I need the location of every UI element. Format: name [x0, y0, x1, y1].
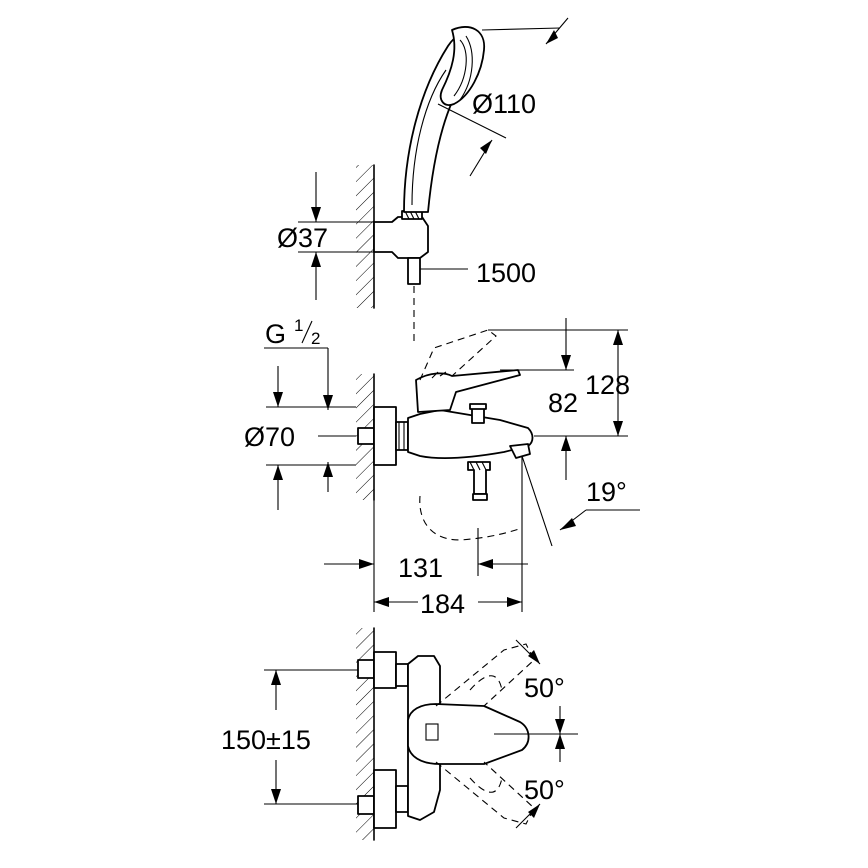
lever-height-label: 82	[548, 388, 578, 418]
hose-length-label: 1500	[476, 258, 536, 288]
shower-head-face	[439, 26, 485, 106]
hand-shower-view: Ø110 Ø37 1500	[277, 17, 569, 345]
lever-alt-position	[419, 329, 497, 381]
hose-stub	[407, 257, 421, 285]
connector-top	[357, 659, 375, 679]
rosette-diameter-label: Ø70	[244, 422, 295, 452]
diverter-swing	[419, 495, 523, 541]
shower-holder	[373, 216, 429, 259]
lever-side	[415, 369, 521, 413]
lever-angle-bottom-label: 50°	[524, 775, 565, 805]
eccentric-connector	[357, 427, 375, 445]
mixer-side-view: G 1 2 Ø70 82 128 19°	[244, 316, 640, 619]
union-nut	[395, 421, 409, 451]
lever-swing-up	[435, 643, 535, 707]
spout-angle-label: 19°	[586, 477, 627, 507]
lever-front	[407, 703, 530, 765]
mixer-front-view: 50° 50° 150±15	[221, 627, 578, 841]
rosette-top	[373, 651, 397, 689]
lever-swing-down	[435, 761, 535, 825]
spout-tip	[509, 443, 531, 459]
lever-angle-top-label: 50°	[524, 673, 565, 703]
rosette	[373, 406, 397, 466]
thread-sup-label: 1	[294, 316, 303, 335]
thread-main-label: G	[265, 319, 286, 349]
wall-hatch-front	[356, 628, 374, 840]
lever-badge	[425, 723, 439, 741]
spout-projection-label: 131	[398, 553, 443, 583]
connector-bottom	[357, 795, 375, 815]
rosette-bottom	[373, 769, 397, 829]
thread-sub-label: 2	[311, 329, 320, 348]
hand-shower-diameter-label: Ø110	[472, 89, 536, 119]
total-height-label: 128	[585, 370, 630, 400]
centre-distance-label: 150±15	[221, 725, 311, 755]
total-depth-label: 184	[420, 589, 465, 619]
holder-diameter-label: Ø37	[277, 223, 328, 253]
wall-hatch-top	[356, 165, 374, 308]
